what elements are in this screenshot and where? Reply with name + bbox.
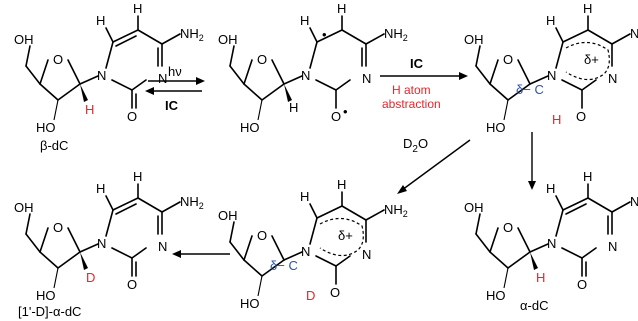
svg-text:HO: HO [240,120,260,135]
nh2: NH2 [180,26,204,43]
svg-text:H: H [133,169,142,184]
equilibrium-arrows [145,77,205,95]
svg-text:H: H [337,177,346,192]
svg-text:N: N [362,71,371,86]
svg-text:O: O [127,277,137,292]
svg-text:O: O [257,228,267,243]
d-on-o: D [306,288,315,303]
label-deut-alpha-dc: [1'-D]-α-dC [18,304,81,319]
svg-text:OH: OH [14,200,34,215]
svg-text:O: O [331,109,341,124]
h-atom-label: H atom [392,83,431,97]
svg-text:H: H [536,270,545,285]
svg-text:H: H [583,169,592,184]
svg-text:H: H [300,189,309,204]
svg-text:N: N [301,68,310,83]
d1-prime: D [86,270,95,285]
svg-text:N: N [608,239,617,254]
svg-text:O: O [53,220,63,235]
delta-minus: δ− C [516,82,544,97]
svg-text:NH2: NH2 [384,202,408,219]
oh-label: OH [14,32,34,47]
svg-text:δ+: δ+ [338,228,353,243]
svg-text:N: N [547,68,556,83]
svg-text:H: H [546,181,555,196]
ring-o: O [53,52,63,67]
svg-text:HO: HO [36,288,56,303]
svg-text:HO: HO [240,296,260,311]
molecule-beta-dc: OH HO O N N H H NH2 O H [14,1,204,135]
label-beta-dc: β-dC [40,138,68,153]
h5: H [133,1,142,16]
svg-text:NH2: NH2 [630,26,638,43]
svg-text:O: O [576,109,586,124]
svg-text:O: O [257,52,267,67]
molecule-excited: OH HO O N N H H NH2 O H • • [218,1,408,135]
svg-text:δ− C: δ− C [270,258,298,273]
h1-prime: H [85,102,94,117]
molecule-deut-alpha-dc: OH HO O N N H H NH2 O D [14,169,204,303]
d2o-label: D2O [403,136,428,155]
svg-text:H: H [583,1,592,16]
ic-abstraction-arrow [380,72,468,80]
d2o-arrow [397,139,471,194]
svg-text:OH: OH [218,208,238,223]
svg-text:H: H [96,181,105,196]
ic-label-1: IC [165,98,179,113]
svg-text:H: H [300,13,309,28]
molecule-deuterated: OH HO O N N H H NH2 O δ+ δ− C D [218,177,408,311]
svg-text:N: N [547,236,556,251]
molecule-alpha-dc: OH HO O N N H H NH2 O H [464,169,638,303]
svg-text:NH2: NH2 [384,26,408,43]
svg-text:N: N [608,71,617,86]
radical-c5: • [322,27,327,42]
svg-text:O: O [503,220,513,235]
svg-text:H: H [546,13,555,28]
final-arrow [172,250,230,258]
svg-text:OH: OH [464,32,484,47]
svg-text:O: O [503,52,513,67]
ic-label-2: IC [410,56,424,71]
svg-text:N: N [97,236,106,251]
svg-text:N: N [362,247,371,262]
svg-text:O: O [577,277,587,292]
svg-text:OH: OH [218,32,238,47]
svg-text:H: H [289,100,298,115]
down-arrow [528,132,536,190]
molecule-delocalized: OH HO O N N H H NH2 O δ+ δ− C H [464,1,638,135]
h-on-o: H [552,112,561,127]
svg-text:HO: HO [486,120,506,135]
c2-o: O [127,109,137,124]
n1: N [97,68,106,83]
abstraction-label: abstraction [382,97,441,111]
delta-plus: δ+ [584,52,599,67]
svg-text:N: N [158,239,167,254]
label-alpha-dc: α-dC [520,298,548,313]
radical-o: • [343,104,348,119]
svg-text:HO: HO [486,288,506,303]
svg-text:H: H [337,1,346,16]
ho-label: HO [36,120,56,135]
hv-label: hν [168,64,182,79]
svg-text:OH: OH [464,200,484,215]
h6: H [96,13,105,28]
svg-text:NH2: NH2 [180,194,204,211]
n3: N [158,71,167,86]
svg-text:O: O [330,285,340,300]
svg-text:N: N [301,244,310,259]
svg-text:NH2: NH2 [630,194,638,211]
